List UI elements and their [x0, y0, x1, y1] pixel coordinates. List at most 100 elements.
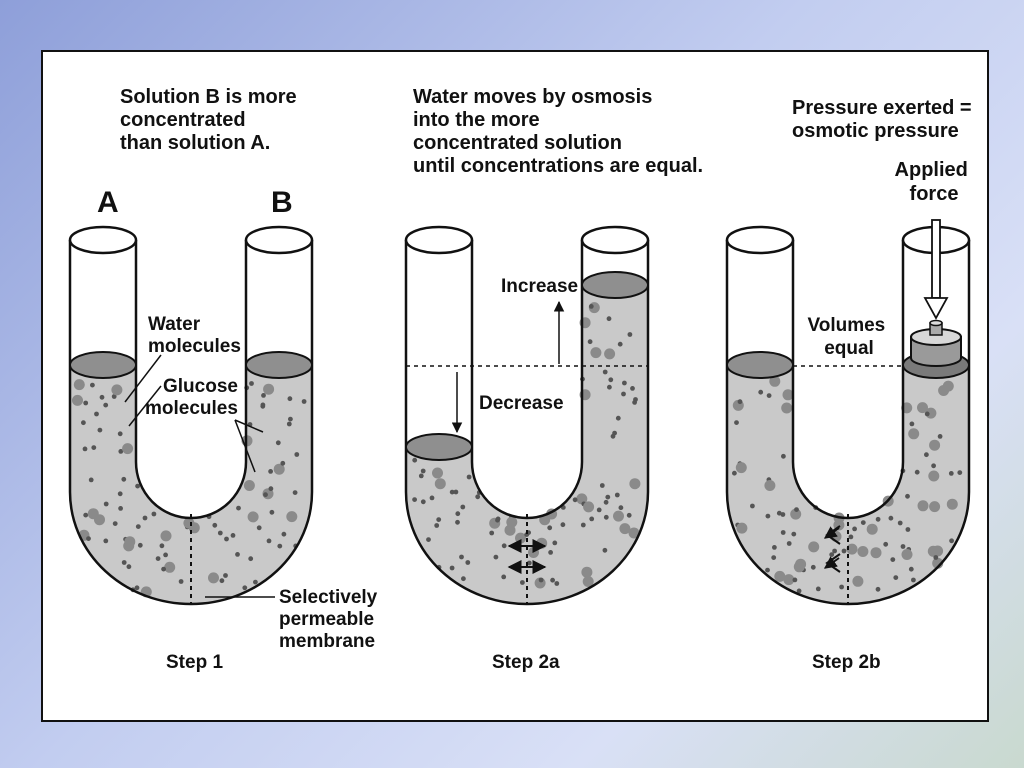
- glucose-molecule: [528, 547, 539, 558]
- glucose-molecule: [866, 523, 878, 535]
- glucose-molecule: [160, 530, 172, 542]
- water-molecule: [178, 579, 184, 584]
- membrane-label: Selectively permeable membrane: [279, 587, 383, 652]
- glucose-molecule: [764, 480, 776, 491]
- water-molecule: [780, 530, 786, 535]
- water-molecule: [794, 507, 799, 512]
- water-molecule: [495, 516, 501, 522]
- water-molecule: [911, 577, 916, 583]
- glucose-molecule: [432, 467, 443, 479]
- water-molecule: [268, 469, 273, 474]
- water-molecule: [301, 399, 307, 404]
- water-molecule: [599, 483, 605, 488]
- water-molecule: [765, 513, 771, 519]
- glucose-molecule: [846, 543, 858, 555]
- water-molecule: [552, 540, 558, 546]
- water-molecule: [839, 584, 844, 590]
- water-molecule: [277, 543, 283, 549]
- surface-b-step-2a: [581, 271, 649, 299]
- tube-a-label: A: [97, 186, 119, 219]
- water-molecule: [155, 556, 161, 561]
- water-molecule: [560, 522, 566, 528]
- water-molecule: [900, 544, 906, 549]
- water-molecule: [242, 585, 248, 591]
- water-molecule: [111, 394, 117, 399]
- water-molecule: [617, 341, 623, 347]
- water-molecule: [266, 538, 272, 544]
- water-molecule: [781, 453, 786, 459]
- glucose-molecule: [536, 537, 548, 549]
- glucose-molecule: [783, 574, 795, 586]
- water-molecule: [103, 501, 109, 507]
- glucose-molecule: [613, 510, 624, 522]
- water-molecule: [632, 400, 637, 405]
- tube-b-label: B: [271, 186, 293, 219]
- water-molecule: [832, 548, 837, 554]
- water-molecule: [548, 550, 553, 555]
- water-molecule: [268, 486, 274, 492]
- water-molecule: [235, 552, 240, 557]
- u-tube-step-2b: [725, 225, 971, 606]
- water-molecule: [909, 421, 915, 427]
- water-molecule: [429, 495, 435, 501]
- water-molecule: [121, 476, 127, 482]
- glucose-molecule: [942, 380, 954, 392]
- water-molecule: [888, 515, 894, 521]
- water-molecule: [587, 339, 593, 345]
- water-molecule: [614, 492, 620, 498]
- water-molecule: [893, 575, 899, 580]
- surface-a-step-1: [69, 351, 137, 379]
- glucose-molecule: [736, 522, 748, 534]
- tube-top-a-step-2b: [725, 225, 795, 255]
- water-molecule: [931, 463, 936, 469]
- glucose-molecule: [629, 478, 641, 490]
- water-molecule: [465, 560, 471, 565]
- glucose-molecule: [582, 576, 594, 587]
- glucose-molecule: [870, 547, 882, 559]
- glucose-molecule: [122, 443, 134, 455]
- water-molecule: [118, 506, 123, 511]
- glucose-molecule: [908, 428, 920, 440]
- water-molecule: [897, 520, 903, 526]
- water-molecule: [459, 554, 464, 560]
- water-molecule: [261, 393, 266, 398]
- glucose-molecule: [793, 561, 805, 573]
- water-molecule: [269, 509, 275, 515]
- water-molecule: [461, 576, 466, 582]
- water-molecule: [163, 552, 168, 558]
- water-molecule: [924, 452, 929, 458]
- water-molecule: [219, 578, 225, 584]
- water-molecule: [554, 581, 560, 586]
- water-molecule: [860, 520, 866, 525]
- water-molecule: [418, 473, 424, 479]
- water-molecule: [161, 566, 166, 572]
- water-molecule: [412, 457, 418, 463]
- water-molecule: [460, 504, 466, 510]
- water-molecule: [117, 431, 123, 437]
- water-molecule: [948, 471, 954, 476]
- step-1-label: Step 1: [166, 652, 223, 673]
- water-molecule: [580, 522, 586, 528]
- glucose-molecule: [243, 480, 255, 491]
- caption-step-2a: Water moves by osmosis into the more con…: [413, 86, 703, 177]
- applied-force-label: Applied force: [895, 159, 974, 205]
- water-molecule: [957, 470, 963, 475]
- water-molecule: [603, 499, 609, 505]
- water-molecule: [248, 556, 254, 562]
- water-molecule: [103, 402, 109, 408]
- water-molecule: [605, 494, 611, 500]
- water-molecule: [434, 523, 440, 528]
- water-molecule: [766, 393, 772, 398]
- water-molecule: [135, 524, 141, 529]
- water-molecule: [449, 565, 455, 571]
- tube-top-b-step-1: [244, 225, 314, 255]
- water-molecule: [97, 427, 103, 433]
- caption-step-2b: Pressure exerted = osmotic pressure: [792, 97, 977, 142]
- water-molecule: [493, 554, 499, 560]
- glucose-molecule: [619, 523, 631, 535]
- water-molecule: [937, 434, 943, 439]
- water-molecule: [608, 377, 614, 383]
- water-molecule: [905, 493, 910, 499]
- water-molecule: [589, 516, 595, 522]
- water-molecule: [841, 548, 847, 554]
